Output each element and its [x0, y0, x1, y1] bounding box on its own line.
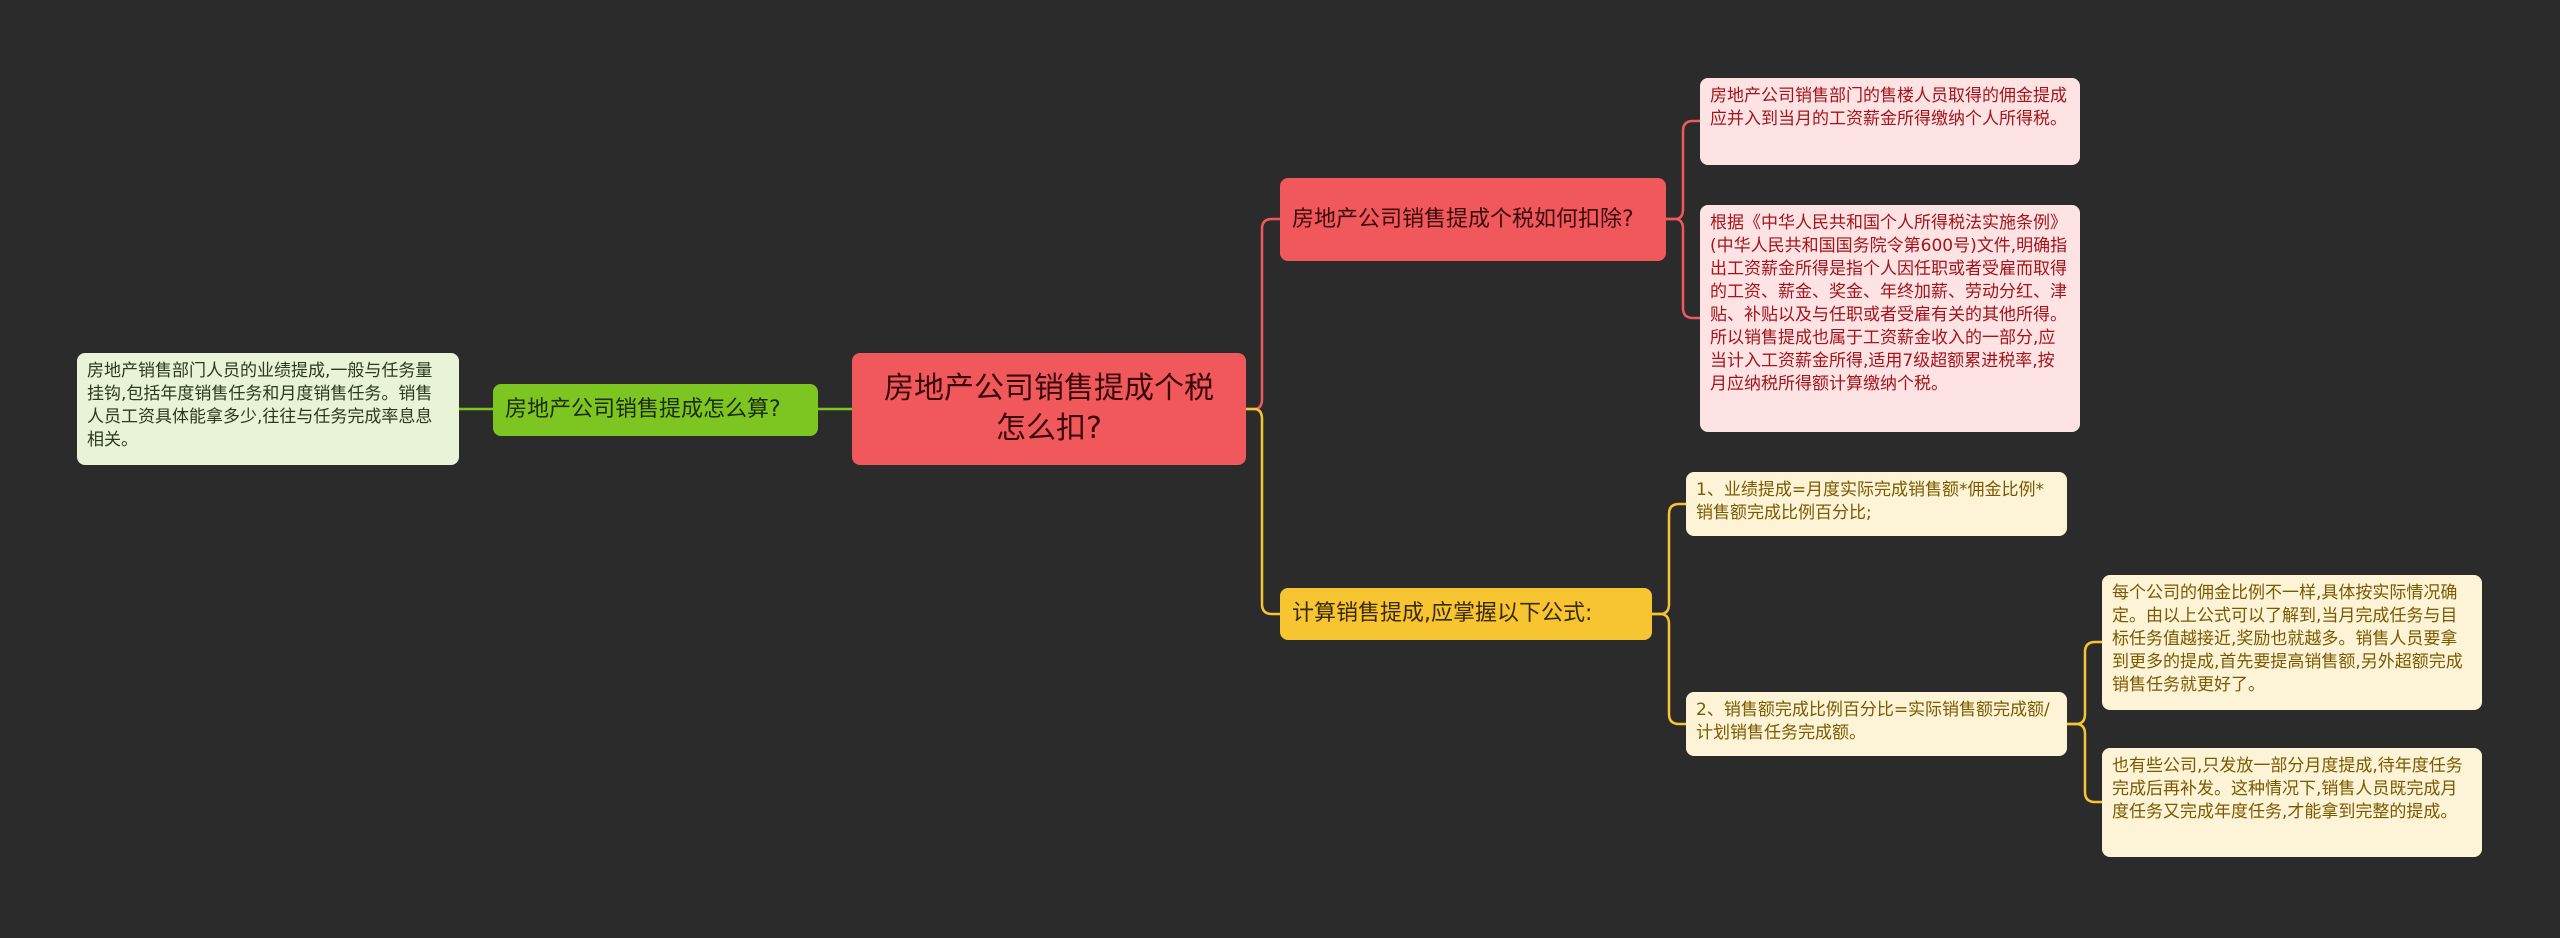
- branch-formula-label: 计算销售提成,应掌握以下公式:: [1292, 601, 1593, 626]
- connector-root-yellow: [1246, 407, 1280, 616]
- branch-formula[interactable]: 计算销售提成,应掌握以下公式:: [1280, 588, 1652, 640]
- leaf-text: 每个公司的佣金比例不一样,具体按实际情况确定。由以上公式可以了解到,当月完成任务…: [2112, 583, 2463, 695]
- connector-red-leaf1: [1666, 119, 1700, 221]
- connector-sub1: [2067, 640, 2102, 726]
- leaf-deduct-1[interactable]: 房地产公司销售部门的售楼人员取得的佣金提成应并入到当月的工资薪金所得缴纳个人所得…: [1700, 78, 2080, 165]
- connector-root-red: [1246, 217, 1280, 411]
- leaf-deduct-2[interactable]: 根据《中华人民共和国个人所得税法实施条例》(中华人民共和国国务院令第600号)文…: [1700, 205, 2080, 432]
- root-topic[interactable]: 房地产公司销售提成个税怎么扣?: [852, 353, 1246, 465]
- leaf-formula-1[interactable]: 1、业绩提成=月度实际完成销售额*佣金比例*销售额完成比例百分比;: [1686, 472, 2067, 536]
- connector-yellow-leaf1: [1652, 502, 1686, 616]
- branch-deduct[interactable]: 房地产公司销售提成个税如何扣除?: [1280, 178, 1666, 261]
- branch-calc[interactable]: 房地产公司销售提成怎么算?: [493, 384, 818, 436]
- leaf-text: 2、销售额完成比例百分比=实际销售额完成额/计划销售任务完成额。: [1696, 700, 2050, 743]
- root-topic-label: 房地产公司销售提成个税怎么扣?: [884, 371, 1214, 446]
- leaf-text: 1、业绩提成=月度实际完成销售额*佣金比例*销售额完成比例百分比;: [1696, 480, 2045, 523]
- leaf-formula-sub-1[interactable]: 每个公司的佣金比例不一样,具体按实际情况确定。由以上公式可以了解到,当月完成任务…: [2102, 575, 2482, 710]
- connector-red-leaf2: [1666, 217, 1700, 320]
- leaf-text: 根据《中华人民共和国个人所得税法实施条例》(中华人民共和国国务院令第600号)文…: [1710, 213, 2068, 394]
- leaf-text: 房地产公司销售部门的售楼人员取得的佣金提成应并入到当月的工资薪金所得缴纳个人所得…: [1710, 86, 2067, 129]
- connector-yellow-leaf2: [1652, 612, 1686, 726]
- branch-calc-label: 房地产公司销售提成怎么算?: [505, 397, 781, 422]
- leaf-text: 也有些公司,只发放一部分月度提成,待年度任务完成后再补发。这种情况下,销售人员既…: [2112, 756, 2463, 822]
- leaf-formula-sub-2[interactable]: 也有些公司,只发放一部分月度提成,待年度任务完成后再补发。这种情况下,销售人员既…: [2102, 748, 2482, 857]
- leaf-calc[interactable]: 房地产销售部门人员的业绩提成,一般与任务量挂钩,包括年度销售任务和月度销售任务。…: [77, 353, 459, 465]
- connector-sub2: [2067, 722, 2102, 804]
- leaf-formula-2[interactable]: 2、销售额完成比例百分比=实际销售额完成额/计划销售任务完成额。: [1686, 692, 2067, 756]
- branch-deduct-label: 房地产公司销售提成个税如何扣除?: [1292, 206, 1634, 232]
- leaf-text: 房地产销售部门人员的业绩提成,一般与任务量挂钩,包括年度销售任务和月度销售任务。…: [87, 361, 433, 450]
